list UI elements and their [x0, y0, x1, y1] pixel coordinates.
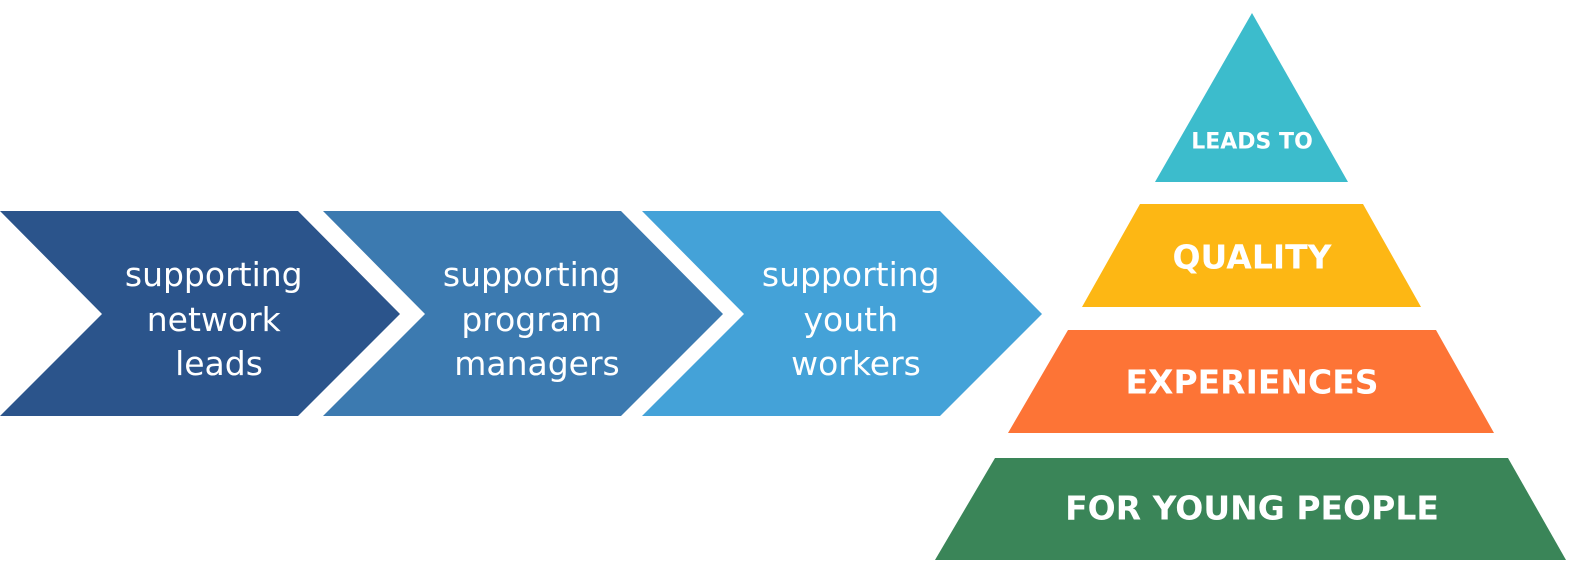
pyramid-label-quality: QUALITY: [1172, 238, 1332, 277]
pyramid-tier-leads-to: [1155, 13, 1348, 182]
chevron-1-line-1: supporting: [125, 255, 303, 294]
pyramid-tier-for-young-people: [935, 458, 1566, 560]
pyramid-label-for-young-people: FOR YOUNG PEOPLE: [1065, 489, 1439, 528]
chevron-1-line-3: leads: [175, 344, 263, 383]
chevron-2-line-3: managers: [454, 344, 620, 383]
chevron-shape-3: [642, 211, 1042, 416]
chevron-shape-1: [0, 211, 400, 416]
chevron-youth-workers: supporting youth workers: [642, 211, 1042, 416]
chevron-shape-2: [323, 211, 723, 416]
chevron-2-label: supporting program managers: [443, 255, 631, 383]
chevron-network-leads: supporting network leads: [0, 211, 400, 416]
pyramid-tier-experiences: [1008, 330, 1494, 433]
chevron-1-line-2: network: [147, 300, 282, 339]
pyramid-tier-quality: [1082, 204, 1421, 307]
chevron-1-label: supporting network leads: [125, 255, 313, 383]
chevron-2-line-1: supporting: [443, 255, 621, 294]
chevron-3-line-3: workers: [791, 344, 921, 383]
pyramid: LEADS TO QUALITY EXPERIENCES FOR YOUNG P…: [935, 13, 1566, 560]
chevron-3-line-2: youth: [804, 300, 899, 339]
pyramid-label-leads-to: LEADS TO: [1191, 130, 1313, 155]
chevron-3-line-1: supporting: [762, 255, 940, 294]
chevron-3-label: supporting youth workers: [762, 255, 950, 383]
chevron-program-managers: supporting program managers: [323, 211, 723, 416]
pyramid-label-experiences: EXPERIENCES: [1125, 363, 1378, 402]
chevron-2-line-2: program: [461, 300, 602, 339]
